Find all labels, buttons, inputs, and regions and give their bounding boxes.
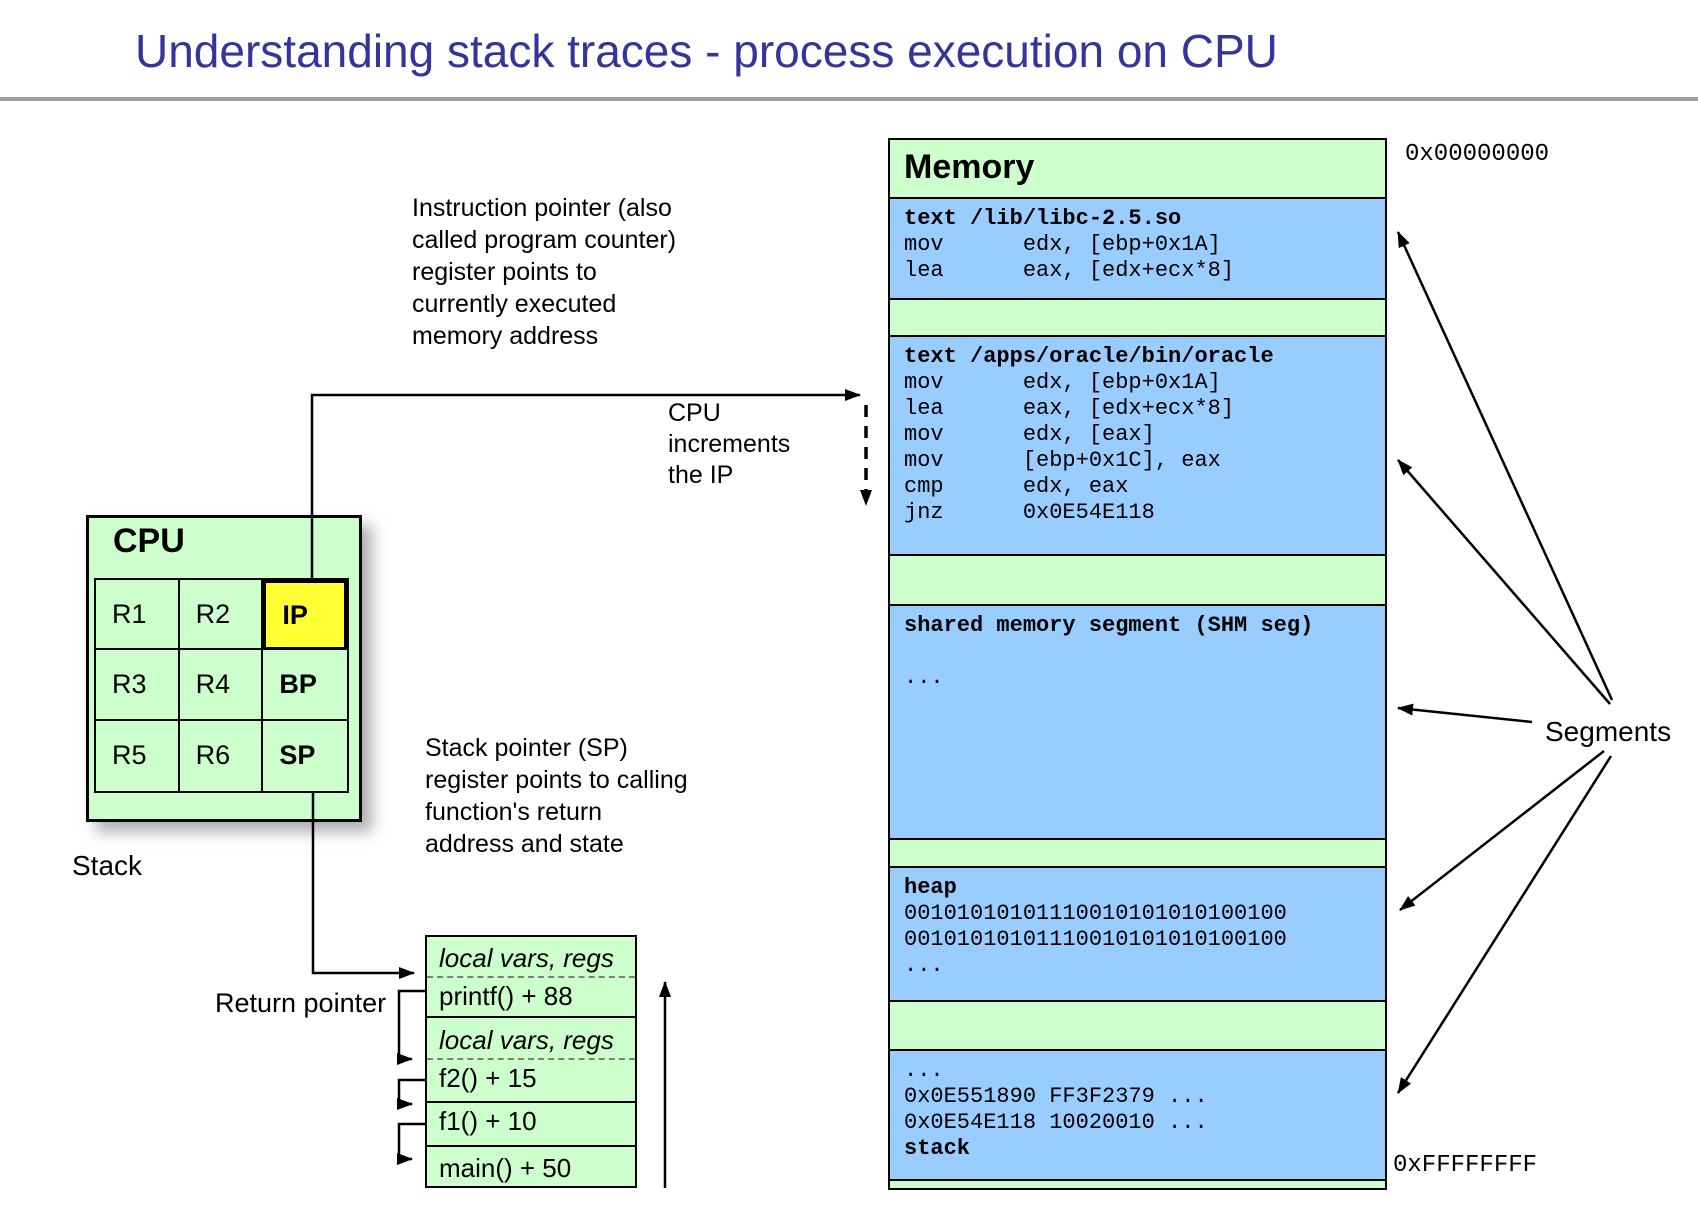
- segments-arrow-oracle: [1397, 459, 1611, 705]
- stack-data-line: 0x0E551890 FF3F2379 ...: [904, 1084, 1208, 1109]
- memory-end-address: 0xFFFFFFFF: [1393, 1152, 1538, 1179]
- segment-heap: heap 00101010101110010101010100100 00101…: [890, 866, 1385, 1000]
- memory-header: Memory: [890, 140, 1385, 197]
- segment-header: heap: [904, 875, 957, 900]
- segment-header: shared memory segment (SHM seg): [904, 613, 1314, 638]
- return-pointer-arrow-3: [397, 1122, 425, 1165]
- stack-label: Stack: [72, 850, 143, 881]
- segment-spacer: [890, 554, 1385, 604]
- asm-line: jnz 0x0E54E118: [904, 500, 1155, 525]
- segment-spacer: [890, 298, 1385, 335]
- heap-data-line: 00101010101110010101010100100: [904, 901, 1287, 926]
- stack-frame-f1: f1() + 10: [427, 1103, 635, 1147]
- register-r2: R2: [179, 580, 264, 651]
- title-divider: [0, 97, 1698, 101]
- stack-pointer-note: Stack pointer (SP) register points to ca…: [425, 734, 688, 858]
- segments-arrow-heap: [1399, 750, 1605, 911]
- memory-box: Memory text /lib/libc-2.5.so mov edx, [e…: [888, 138, 1387, 1190]
- asm-line: mov edx, [ebp+0x1A]: [904, 232, 1221, 257]
- register-ip: IP: [263, 580, 347, 651]
- stack-frame-localvars-1: local vars, regs: [427, 937, 635, 978]
- register-r3: R3: [96, 650, 180, 721]
- segments-arrow-shm: [1397, 703, 1533, 724]
- segment-stack: ... 0x0E551890 FF3F2379 ... 0x0E54E118 1…: [890, 1049, 1385, 1179]
- asm-line: mov edx, [ebp+0x1A]: [904, 370, 1221, 395]
- segment-header: stack: [904, 1136, 971, 1161]
- page-title: Understanding stack traces - process exe…: [135, 25, 1278, 77]
- cpu-box-title: CPU: [113, 522, 185, 560]
- segment-text-libc: text /lib/libc-2.5.so mov edx, [ebp+0x1A…: [890, 197, 1385, 298]
- segment-shm: shared memory segment (SHM seg) ...: [890, 604, 1385, 838]
- segment-header: text /apps/oracle/bin/oracle: [904, 344, 1274, 369]
- register-r1: R1: [96, 580, 180, 651]
- return-pointer-arrow-2: [397, 1078, 425, 1110]
- register-r5: R5: [96, 720, 180, 791]
- segments-arrow-stack: [1396, 755, 1613, 1094]
- stack-data-line: 0x0E54E118 10020010 ...: [904, 1110, 1208, 1135]
- cpu-increments-note: CPU increments the IP: [668, 399, 791, 489]
- asm-line: mov [ebp+0x1C], eax: [904, 448, 1221, 473]
- segments-arrow-libc: [1396, 231, 1614, 701]
- asm-line: cmp edx, eax: [904, 474, 1129, 499]
- cpu-box: CPU R1 R2 IP R3 R4 BP R5 R6 SP: [86, 515, 362, 822]
- stack-frame-f2: f2() + 15: [427, 1060, 635, 1103]
- heap-data-line: 00101010101110010101010100100: [904, 927, 1287, 952]
- instruction-pointer-note: Instruction pointer (also called program…: [412, 194, 677, 350]
- asm-line: mov edx, [eax]: [904, 422, 1155, 447]
- asm-line: lea eax, [edx+ecx*8]: [904, 258, 1235, 283]
- return-pointer-arrow-1: [397, 989, 425, 1065]
- register-r4: R4: [179, 650, 264, 721]
- ellipsis-line: ...: [904, 1058, 944, 1083]
- segment-spacer: [890, 1000, 1385, 1049]
- register-bp: BP: [263, 650, 347, 721]
- stack-frame-localvars-2: local vars, regs: [427, 1018, 635, 1060]
- register-sp: SP: [263, 720, 347, 791]
- stack-frames-box: local vars, regs printf() + 88 local var…: [425, 935, 637, 1188]
- ellipsis-line: ...: [904, 665, 944, 690]
- stack-frame-printf: printf() + 88: [427, 978, 635, 1018]
- ellipsis-line: ...: [904, 953, 944, 978]
- memory-title: Memory: [904, 148, 1035, 186]
- memory-start-address: 0x00000000: [1405, 141, 1550, 168]
- segment-header: text /lib/libc-2.5.so: [904, 206, 1182, 231]
- register-r6: R6: [179, 720, 264, 791]
- asm-line: lea eax, [edx+ecx*8]: [904, 396, 1235, 421]
- stack-frame-main: main() + 50: [439, 1153, 572, 1183]
- cpu-register-grid: R1 R2 IP R3 R4 BP R5 R6 SP: [94, 578, 349, 793]
- segment-text-oracle: text /apps/oracle/bin/oracle mov edx, [e…: [890, 335, 1385, 554]
- segment-spacer: [890, 838, 1385, 866]
- return-pointer-label: Return pointer: [215, 988, 387, 1018]
- segment-spacer-bottom: [890, 1179, 1385, 1188]
- segments-label: Segments: [1545, 716, 1672, 747]
